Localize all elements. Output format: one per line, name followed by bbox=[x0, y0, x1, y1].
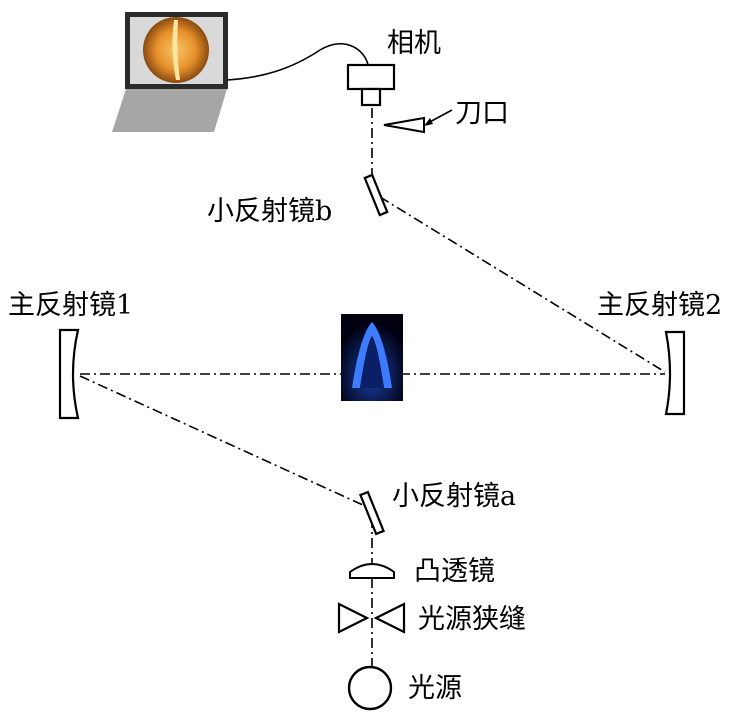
label-main-mirror-2: 主反射镜2 bbox=[597, 290, 722, 321]
main-mirror-2-icon bbox=[664, 330, 686, 416]
small-mirror-a-icon bbox=[358, 490, 386, 536]
main-mirror-1-icon bbox=[58, 328, 80, 420]
light-source-icon bbox=[347, 665, 393, 711]
label-main-mirror-1: 主反射镜1 bbox=[8, 290, 133, 321]
small-mirror-b-icon bbox=[363, 173, 389, 217]
label-light-source: 光源 bbox=[408, 673, 462, 704]
laptop-base bbox=[112, 89, 227, 132]
optical-path bbox=[79, 108, 666, 672]
camera-icon bbox=[346, 63, 396, 107]
flame-icon bbox=[341, 314, 403, 401]
convex-lens-icon bbox=[349, 563, 395, 579]
label-camera: 相机 bbox=[387, 28, 441, 59]
laptop-icon bbox=[112, 12, 228, 132]
label-source-slit: 光源狭缝 bbox=[418, 604, 526, 635]
knife-edge-icon bbox=[383, 116, 425, 134]
camera-cable bbox=[226, 43, 369, 81]
label-convex-lens: 凸透镜 bbox=[414, 556, 495, 587]
source-slit-icon bbox=[337, 602, 406, 634]
label-small-mirror-a: 小反射镜a bbox=[392, 481, 516, 512]
label-knife-edge: 刀口 bbox=[455, 98, 509, 129]
label-small-mirror-b: 小反射镜b bbox=[207, 196, 332, 227]
